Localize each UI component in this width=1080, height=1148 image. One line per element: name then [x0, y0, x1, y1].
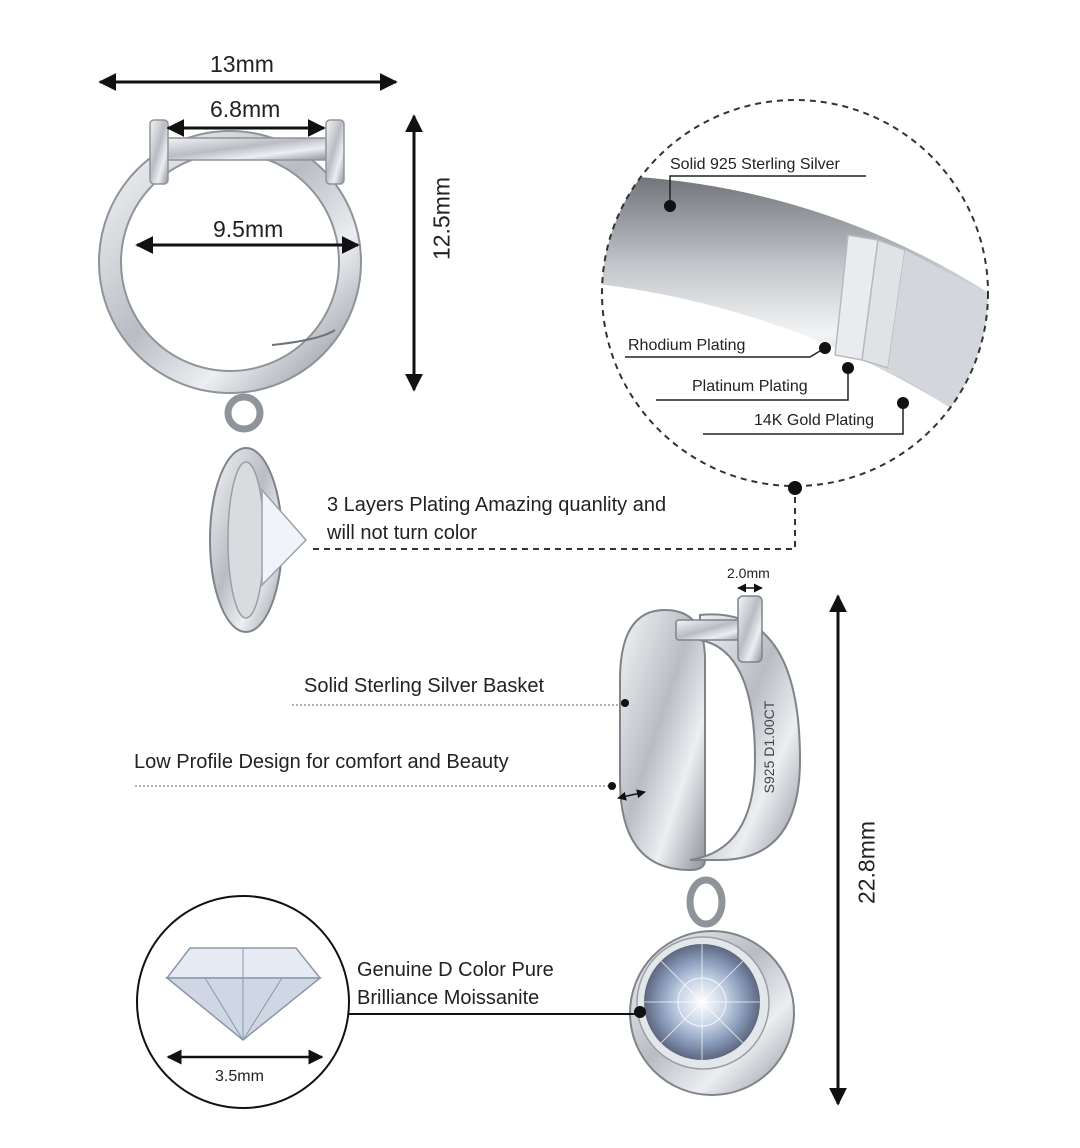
stone-callout-line1: Genuine D Color Pure	[357, 959, 554, 981]
layer-platinum-label: Platinum Plating	[692, 378, 808, 395]
dim-arrows-bottom	[135, 583, 847, 1106]
outer-width-label: 13mm	[210, 51, 274, 77]
dim-arrows-top	[98, 73, 423, 392]
basket-callout: Solid Sterling Silver Basket	[304, 675, 545, 697]
total-length-label: 22.8mm	[853, 820, 880, 905]
plating-callout-line2: will not turn color	[327, 522, 478, 544]
low-profile-callout: Low Profile Design for comfort and Beaut…	[134, 751, 509, 773]
inner-width-label: 9.5mm	[213, 216, 284, 242]
plating-connector	[308, 481, 802, 550]
layer-base-label: Solid 925 Sterling Silver	[670, 156, 840, 173]
inner-top-width-label: 6.8mm	[210, 96, 281, 122]
stone-detail-circle	[136, 895, 350, 1109]
stone-callout-line2: Brilliance Moissanite	[357, 987, 540, 1009]
engraving-text: S925 D1.00CT	[761, 700, 777, 794]
hoop-height-label: 12.5mm	[428, 176, 455, 261]
plating-callout-line1: 3 Layers Plating Amazing quanlity and	[327, 494, 667, 516]
wire-thickness-label: 2.0mm	[727, 565, 770, 581]
stone-diameter-label: 3.5mm	[215, 1068, 264, 1085]
layer-gold-label: 14K Gold Plating	[754, 412, 875, 429]
top-hoop-illustration	[98, 119, 362, 633]
layer-rhodium-label: Rhodium Plating	[628, 337, 746, 354]
bottom-earring-illustration	[619, 595, 802, 1096]
